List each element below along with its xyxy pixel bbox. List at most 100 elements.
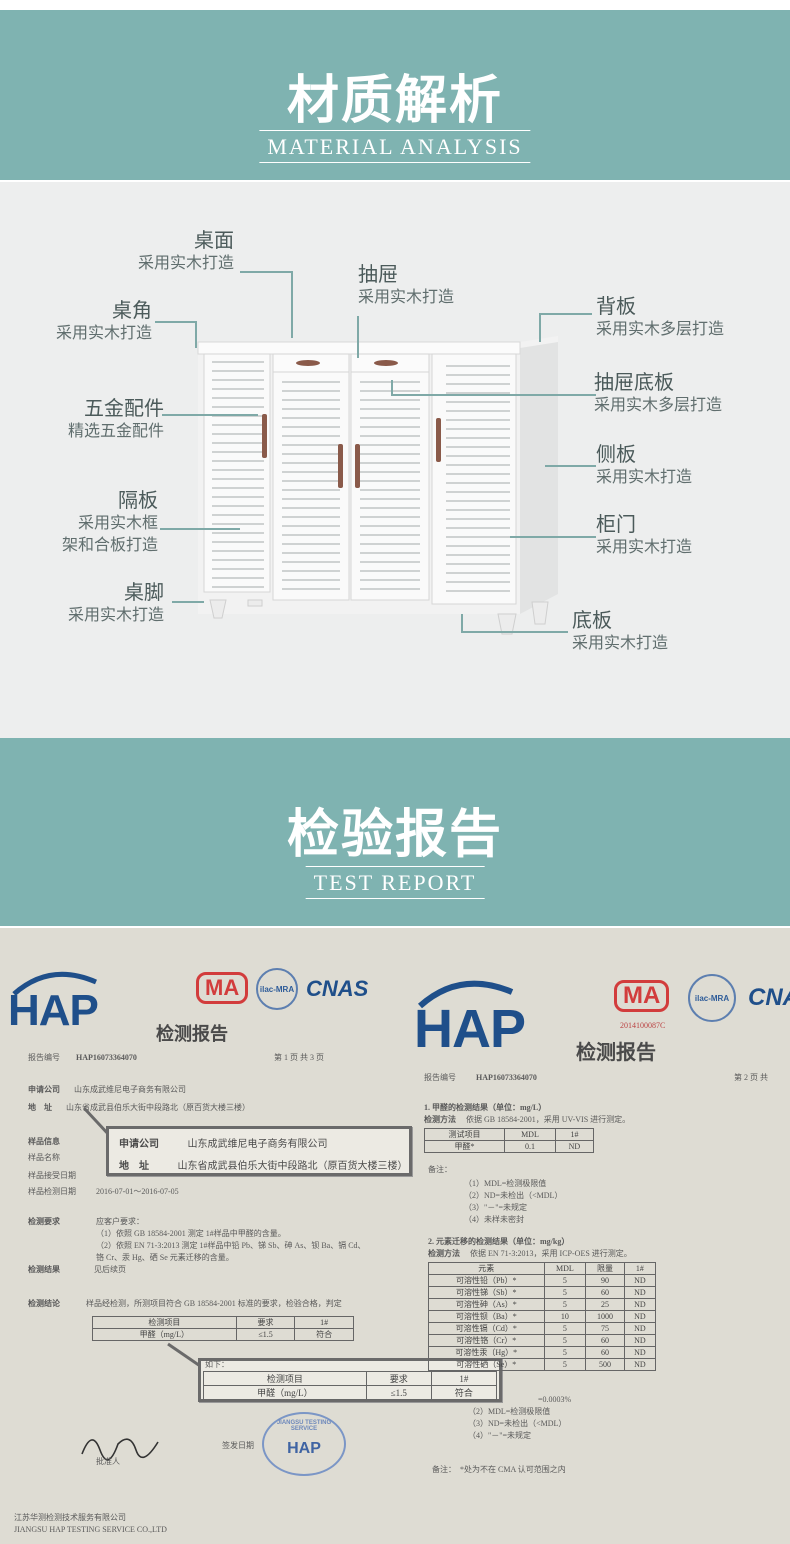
material-banner: 材质解析 MATERIAL ANALYSIS: [0, 10, 790, 180]
callout-title: 侧板: [596, 442, 636, 466]
table-row: 检测项目 要求 1#: [92, 1316, 354, 1329]
table-cell: 元素: [428, 1262, 545, 1275]
report-no-value: HAP16073364070: [476, 1073, 537, 1082]
address-row: 地 址 山东省成武县伯乐大街中段路北（原百货大楼三楼）: [28, 1102, 250, 1114]
callout-title: 桌面: [194, 228, 234, 252]
req-label: 检测要求: [28, 1217, 60, 1226]
callout-door: 柜门 采用实木打造: [596, 512, 736, 558]
sec2-title-text: 2. 元素迁移的检测结果（单位：mg/kg）: [428, 1237, 570, 1246]
zoom-conclusion-label: 如下：: [205, 1360, 229, 1369]
note-item: （1）MDL=检测极限值: [464, 1179, 547, 1188]
louvers: [212, 361, 510, 592]
address-value: 山东省成武县伯乐大街中段路北（原百货大楼三楼）: [66, 1103, 250, 1112]
table-cell: 可溶性铅（Pb）*: [428, 1274, 545, 1287]
callout-desc: 采用实木打造: [67, 605, 164, 624]
note-item: （3）ND=未检出（<MDL）: [468, 1419, 567, 1428]
result-row: 检测结果 见后续页: [28, 1264, 126, 1276]
table-cell: 可溶性硒（Se）*: [428, 1358, 545, 1371]
table-cell: 5: [543, 1298, 587, 1311]
callout-desc: 采用实木打造: [358, 287, 455, 306]
table-cell: 60: [585, 1334, 625, 1347]
report-page-left: HAP MA ilac-MRA CNAS 检测报告 报告编号 HAP160733…: [0, 928, 502, 1544]
table-cell: 25: [585, 1298, 625, 1311]
table-cell: 5: [543, 1286, 587, 1299]
approver-label: 批准人: [96, 1457, 120, 1466]
sec1-title: 1. 甲醛的检测结果（单位：mg/L）: [424, 1102, 546, 1114]
callout-title: 桌角: [112, 298, 152, 322]
cma-logo: MA: [196, 972, 249, 1004]
hap-logo: HAP: [414, 999, 526, 1059]
table-cell: 符合: [430, 1385, 498, 1400]
cabinet-image: [155, 271, 596, 635]
table-cell: 甲醛（mg/L）: [203, 1385, 367, 1400]
table-cell: MDL: [543, 1262, 587, 1275]
table-row: 甲醛（mg/L） ≤1.5 符合: [92, 1328, 354, 1341]
note-item: （4）未样未密封: [464, 1215, 524, 1224]
report-no-label: 报告编号: [424, 1073, 456, 1082]
callout-title: 桌脚: [124, 580, 164, 604]
callout-title: 背板: [596, 294, 636, 318]
conclusion-row: 检测结论 样品经检测，所测项目符合 GB 18584-2001 标准的要求，检验…: [28, 1298, 342, 1310]
table-cell: 甲醛*: [423, 1140, 506, 1153]
table-row: 甲醛（mg/L） ≤1.5 符合: [203, 1385, 498, 1400]
notes-list: （1）MDL=检测极限值 （2）ND=未检出（<MDL） （3）"－"=未规定 …: [464, 1178, 562, 1226]
req-line: （1）依照 GB 18584-2001 测定 1#样品中甲醛的含量。: [96, 1229, 286, 1238]
cma-number: 2014100087C: [620, 1021, 666, 1030]
result-label: 检测结果: [28, 1265, 60, 1274]
req-line: （2）依照 EN 71-3:2013 测定 1#样品中铅 Pb、锑 Sb、砷 A…: [96, 1241, 366, 1250]
table-cell: 甲醛（mg/L）: [92, 1328, 237, 1341]
result-value: 见后续页: [94, 1265, 126, 1274]
hap-logo: HAP: [8, 986, 99, 1035]
callout-title: 柜门: [596, 512, 636, 536]
report-no-value: HAP16073364070: [76, 1053, 137, 1062]
conclusion-label: 检测结论: [28, 1299, 60, 1308]
sec1-method: 检测方法 依据 GB 18584-2001，采用 UV-VIS 进行测定。: [424, 1114, 630, 1126]
sample-info: 样品信息: [28, 1136, 60, 1148]
table-cell: ND: [623, 1346, 657, 1359]
table-cell: 测试项目: [423, 1128, 506, 1141]
table-cell: ND: [623, 1310, 657, 1323]
req-line: 铬 Cr、汞 Hg、硒 Se 元素迁移的含量。: [96, 1253, 234, 1262]
remark: 备注： *处为不在 CMA 认可范围之内: [432, 1465, 566, 1474]
table-cell: 5: [543, 1322, 587, 1335]
note-item: （3）"－"=未规定: [464, 1203, 528, 1212]
notes2-list: =0.0003% （2）MDL=检测极限值 （3）ND=未检出（<MDL） （4…: [468, 1394, 571, 1442]
material-banner-subtitle: MATERIAL ANALYSIS: [259, 130, 531, 163]
conclusion-table: 检测项目 要求 1# 甲醛（mg/L） ≤1.5 符合: [92, 1316, 354, 1341]
table-row: 元素 MDL 限量 1#: [428, 1262, 657, 1275]
sample-received: 样品接受日期: [28, 1171, 76, 1180]
test-report-scans: HAP MA ilac-MRA CNAS 检测报告 报告编号 HAP160733…: [0, 928, 790, 1544]
callout-desc: 采用实木打造: [596, 537, 693, 556]
cma-logo: MA: [614, 980, 670, 1012]
footer-company-en: JIANGSU HAP TESTING SERVICE CO.,LTD: [14, 1525, 167, 1534]
conclusion-text: 样品经检测，所测项目符合 GB 18584-2001 标准的要求，检验合格，判定: [86, 1299, 342, 1308]
table-cell: 1#: [554, 1128, 595, 1141]
callout-drawer-bottom: 抽屉底板 采用实木多层打造: [594, 370, 764, 416]
callout-desc: 采用实木打造: [572, 633, 669, 652]
note-item: （2）ND=未检出（<MDL）: [464, 1191, 563, 1200]
callout-desc: 采用实木打造: [596, 467, 693, 486]
table-cell: 符合: [294, 1328, 354, 1341]
ilac-mra-seal: ilac-MRA: [688, 974, 736, 1022]
page-number: 第 2 页 共: [734, 1073, 768, 1082]
report-page-right: HAP MA 2014100087C ilac-MRA CNA 检测报告 报告编…: [400, 928, 790, 1544]
callout-title: 抽屉底板: [594, 370, 674, 394]
callout-back: 背板 采用实木多层打造: [596, 294, 766, 340]
table-cell: 1#: [623, 1262, 657, 1275]
callout-title: 五金配件: [84, 396, 164, 420]
test-date-label: 样品检测日期: [28, 1187, 76, 1196]
table-cell: 60: [585, 1286, 625, 1299]
callout-desc: 采用实木多层打造: [596, 319, 725, 338]
table-cell: 要求: [235, 1316, 296, 1329]
callout-desc: 采用实木多层打造: [594, 395, 723, 414]
applicant-label: 申请公司: [28, 1085, 60, 1094]
callout-title: 隔板: [118, 488, 158, 512]
sec2-title: 2. 元素迁移的检测结果（单位：mg/kg）: [428, 1236, 569, 1248]
hap-stamp-seal: JIANGSU TESTING SERVICE HAP: [262, 1412, 346, 1476]
table-cell: 5: [543, 1358, 587, 1371]
callout-tabletop: 桌面 采用实木打造: [100, 228, 234, 274]
